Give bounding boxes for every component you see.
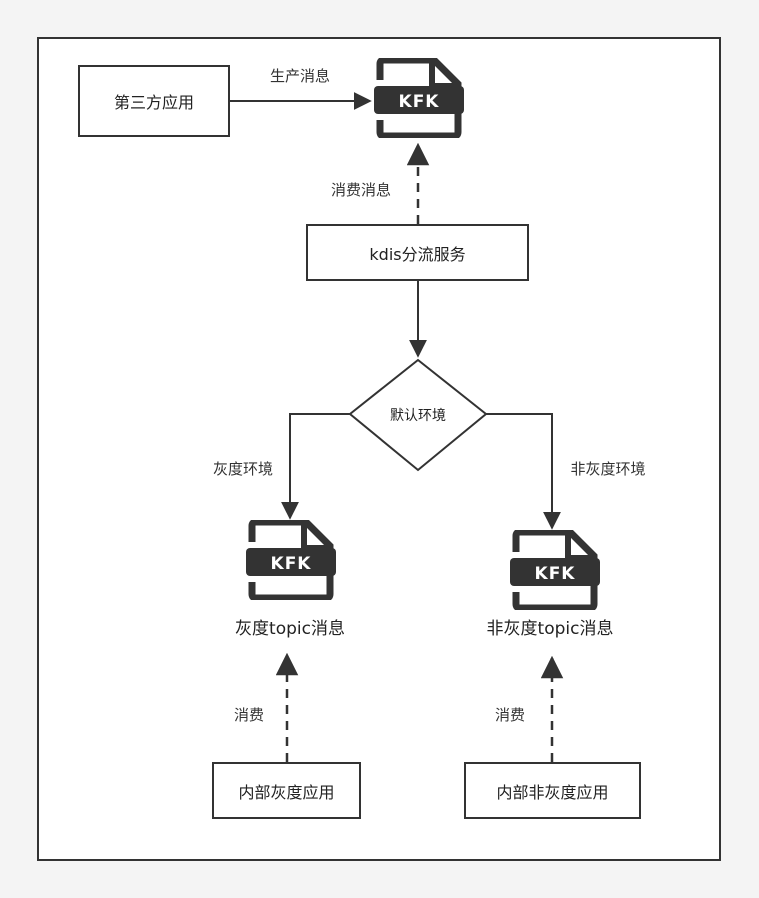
consume-top-label: 消费消息 (330, 181, 392, 199)
consume-nongray-label: 消费 (494, 706, 526, 724)
nongray-topic-label: 非灰度topic消息 (486, 619, 614, 639)
decision-diamond (348, 358, 488, 472)
kdis-service-node: kdis分流服务 (306, 224, 529, 281)
svg-text:KFK: KFK (271, 554, 312, 574)
produce-label: 生产消息 (269, 67, 331, 85)
gray-branch-arrow (281, 413, 350, 520)
kafka-icon-top: KFK (374, 58, 464, 138)
gray-topic-label: 灰度topic消息 (235, 619, 345, 639)
svg-text:KFK: KFK (535, 564, 576, 584)
nongray-branch-arrow (486, 413, 561, 530)
decision-label: 默认环境 (390, 408, 446, 424)
kafka-icon-nongray: KFK (510, 530, 600, 610)
diagram-frame (37, 37, 721, 861)
kafka-icon-gray: KFK (246, 520, 336, 600)
internal-gray-app-node: 内部灰度应用 (212, 762, 361, 819)
svg-text:KFK: KFK (399, 92, 440, 112)
consume-gray-label: 消费 (233, 706, 265, 724)
nongray-env-label: 非灰度环境 (570, 460, 646, 478)
gray-env-label: 灰度环境 (212, 460, 274, 478)
internal-nongray-app-node: 内部非灰度应用 (464, 762, 641, 819)
third-party-app-node: 第三方应用 (78, 65, 230, 137)
